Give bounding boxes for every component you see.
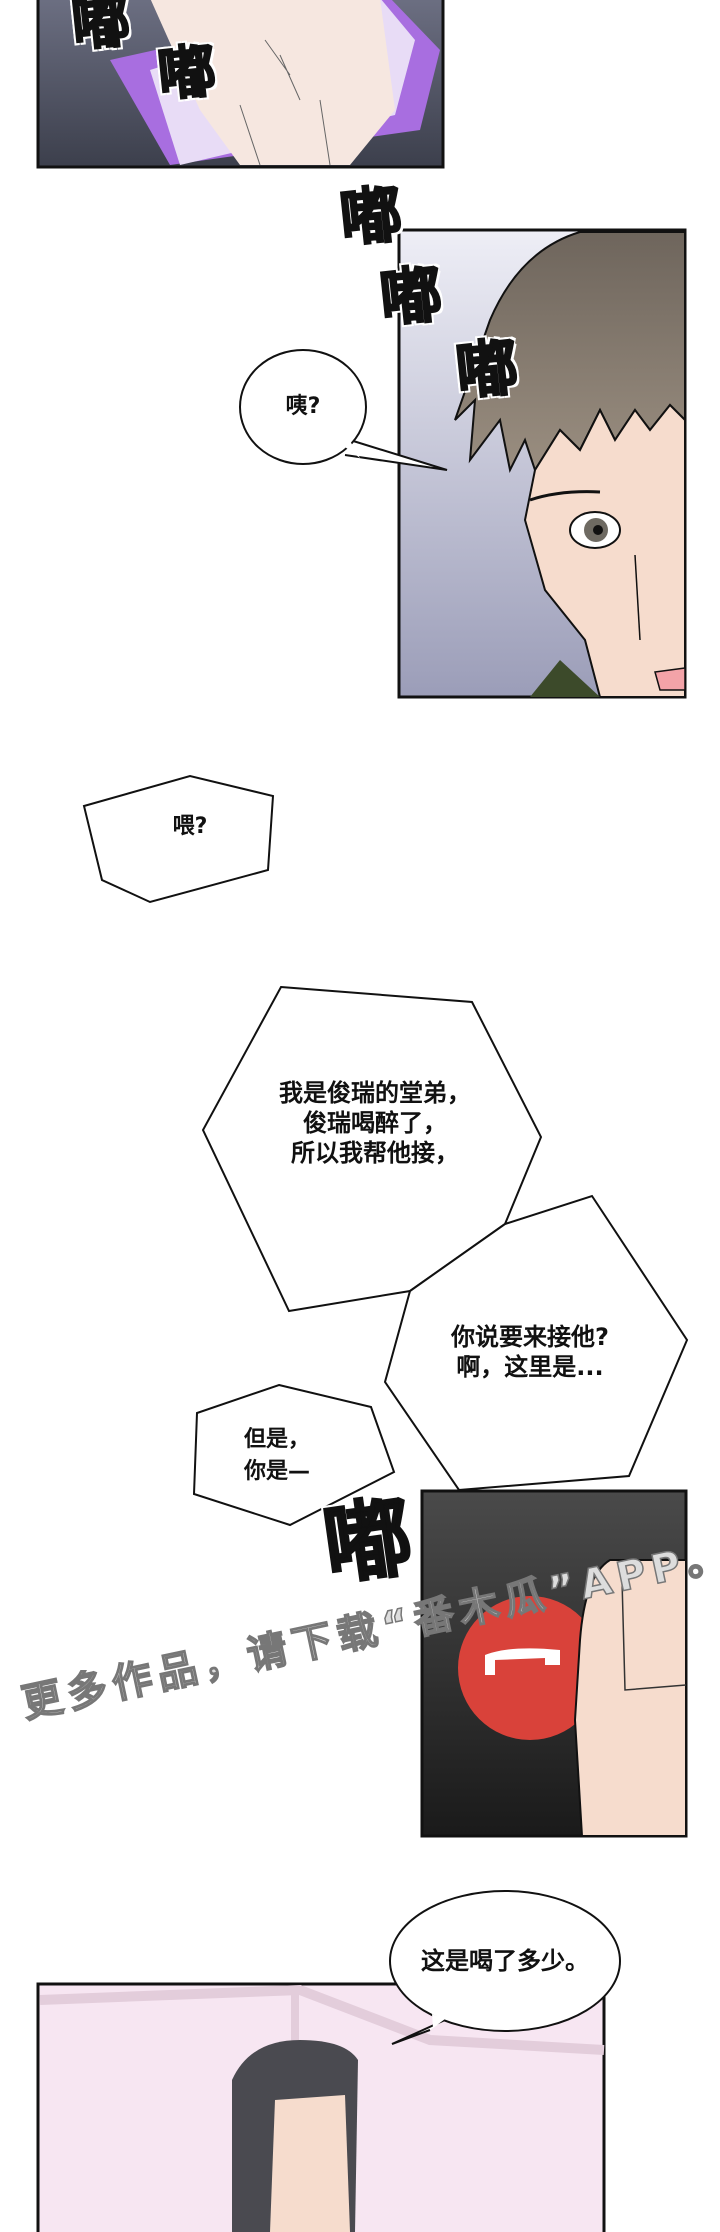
decline-call-button	[458, 1596, 602, 1740]
dialogue-line: 啊，这里是...	[456, 1353, 604, 1381]
dialogue-line: 所以我帮他接，	[291, 1139, 459, 1167]
sfx-ring: 嘟	[451, 329, 522, 410]
sfx-ring: 嘟	[335, 176, 406, 257]
speech-bubble-hello	[82, 774, 275, 904]
panel-surprised-man	[397, 228, 687, 699]
dialogue-cousin: 我是俊瑞的堂弟， 俊瑞喝醉了， 所以我帮他接，	[225, 1078, 525, 1168]
speech-bubble-but	[192, 1383, 396, 1527]
speech-bubble-how-much	[389, 1890, 621, 2045]
dialogue-huh: 咦?	[285, 394, 321, 419]
dialogue-line: 俊瑞喝醉了，	[303, 1109, 447, 1137]
dialogue-how-much: 这是喝了多少。	[421, 1947, 589, 1975]
dialogue-line: 你说要来接他?	[451, 1323, 609, 1351]
panel-phone-ringing	[36, 0, 445, 169]
speech-bubble-huh	[239, 349, 448, 471]
dialogue-line: 我是俊瑞的堂弟，	[279, 1079, 471, 1107]
dialogue-hello: 喂?	[172, 814, 208, 839]
sfx-ring: 嘟	[375, 256, 446, 337]
sfx-ring-final: 嘟	[316, 1483, 419, 1599]
dialogue-line: 你是—	[244, 1459, 311, 1484]
panel-decline-call	[420, 1489, 688, 1838]
speech-bubble-pickup	[383, 1194, 689, 1492]
dialogue-pickup: 你说要来接他? 啊，这里是...	[410, 1322, 650, 1382]
dialogue-line: 但是，	[244, 1427, 311, 1452]
sfx-ring: 嘟	[154, 35, 221, 111]
sfx-ring: 嘟	[68, 0, 135, 61]
dialogue-but: 但是， 你是—	[244, 1424, 310, 1488]
